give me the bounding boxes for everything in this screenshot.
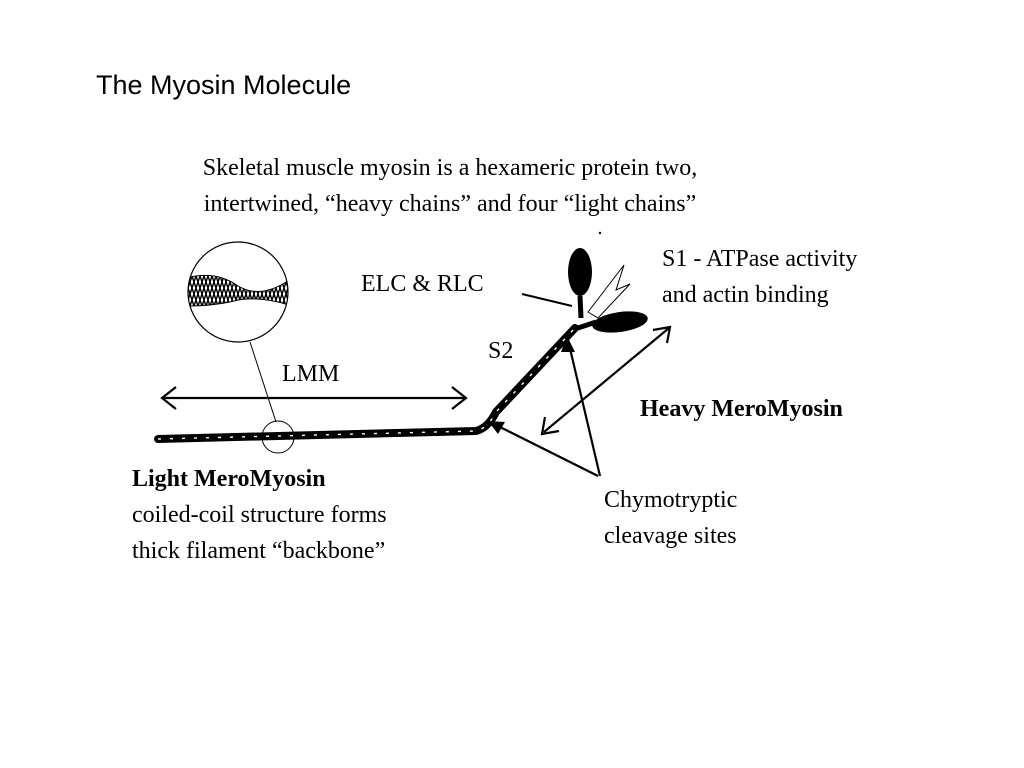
intro-text: Skeletal muscle myosin is a hexameric pr…	[100, 150, 800, 222]
speck	[598, 231, 602, 235]
inset-connector	[249, 341, 277, 423]
hmm-label: Heavy MeroMyosin	[640, 396, 843, 422]
head-outline	[587, 264, 631, 319]
head-right	[592, 311, 648, 333]
cleavage-arrows	[488, 336, 602, 477]
cleavage-arrow-2	[566, 339, 602, 477]
intro-line-1: Skeletal muscle myosin is a hexameric pr…	[202, 155, 698, 181]
cleavage-arrowhead-1	[488, 421, 505, 434]
light-meromyosin-line-1: coiled-coil structure forms	[132, 502, 387, 528]
coiled-coil-strands	[188, 274, 288, 307]
myosin-rod	[154, 324, 579, 443]
s1-label-line-2: and actin binding	[662, 282, 829, 308]
chymotryptic-line-2: cleavage sites	[604, 523, 737, 549]
cleavage-arrow-1	[491, 422, 599, 477]
head-right-neck	[577, 319, 597, 331]
light-meromyosin-label: Light MeroMyosin coiled-coil structure f…	[132, 461, 387, 569]
head-upper	[568, 248, 592, 296]
lmm-arrow	[160, 386, 468, 410]
s1-label-line-1: S1 - ATPase activity	[662, 246, 858, 272]
chymotryptic-label: Chymotryptic cleavage sites	[604, 482, 737, 554]
elc-rlc-label: ELC & RLC	[361, 271, 484, 297]
rod-backbone	[154, 324, 579, 443]
s2-label: S2	[488, 338, 514, 364]
chymotryptic-line-1: Chymotryptic	[604, 487, 738, 513]
elc-rlc-pointer	[521, 293, 573, 307]
cleavage-arrowhead-2	[561, 336, 575, 352]
intro-line-2: intertwined, “heavy chains” and four “li…	[203, 191, 697, 217]
s1-label: S1 - ATPase activity and actin binding	[662, 241, 857, 313]
light-meromyosin-line-2: thick filament “backbone”	[132, 538, 386, 564]
head-upper-neck	[577, 295, 584, 319]
light-meromyosin-title: Light MeroMyosin	[132, 466, 326, 492]
hmm-arrow	[540, 325, 672, 436]
s1-heads	[568, 231, 648, 333]
coiled-coil-inset	[187, 241, 295, 454]
slide-title: The Myosin Molecule	[96, 70, 352, 100]
lmm-label: LMM	[282, 361, 340, 387]
